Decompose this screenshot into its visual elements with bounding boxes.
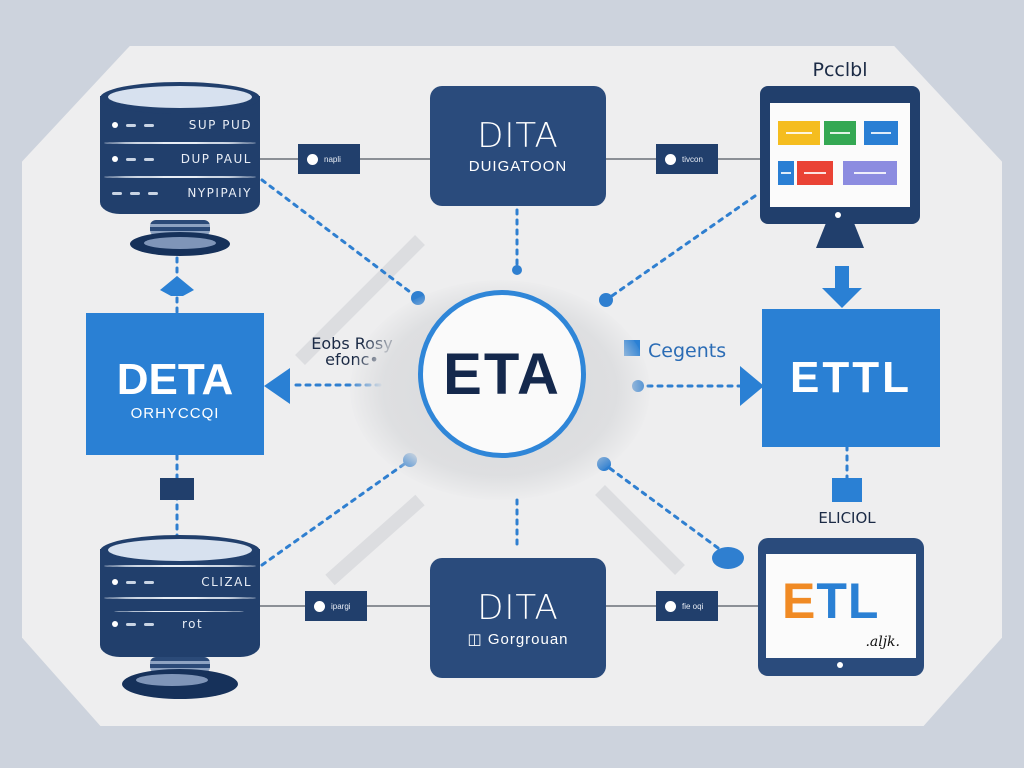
db-row: NYPIPAIY [112, 186, 252, 200]
db-row-label: NYPIPAIY [187, 186, 252, 200]
db-row: rot [112, 617, 252, 631]
process-title: DITA [477, 116, 559, 156]
db-row: DUP PAUL [112, 152, 252, 166]
connector-square-left [160, 478, 194, 500]
source-subtitle: ORHYCCQI [130, 405, 220, 422]
data-source-box[interactable]: DETA ORHYCCQI [86, 313, 264, 455]
arrow-into-right-box [740, 366, 764, 406]
process-subtitle: DUIGATOON [468, 158, 568, 175]
hub-label: ETA [443, 341, 561, 407]
tablet-etl-logo: ETL [782, 573, 880, 629]
monitor-screen [770, 103, 910, 207]
dashboard-monitor[interactable] [760, 86, 920, 250]
monitor-caption: Pcclbl [812, 59, 868, 81]
arrow-up-to-db-top [160, 276, 194, 296]
process-subtitle: ◫ Gorgrouan [467, 631, 569, 648]
connector-square-right [832, 478, 862, 502]
dashboard-tile [864, 121, 898, 145]
etl-tablet[interactable]: ETL .aljk. [758, 538, 924, 676]
connector-chip-top-right[interactable]: tivcon [656, 144, 718, 174]
connector-chip-bottom-right[interactable]: fie oqi [656, 591, 718, 621]
dashboard-tile [778, 161, 794, 185]
process-box-top[interactable]: DITA DUIGATOON [430, 86, 606, 206]
right-note: Cegents [648, 340, 727, 362]
power-indicator-icon [835, 212, 841, 218]
arrow-down-to-right-box [822, 288, 862, 308]
database-base [122, 669, 238, 699]
process-title: DITA [477, 588, 559, 628]
tablet-signature: .aljk. [865, 634, 900, 650]
db-row-label: SUP PUD [188, 118, 252, 132]
monitor-stand [816, 224, 864, 248]
database-top[interactable]: SUP PUD DUP PAUL NYPIPAIY [100, 82, 260, 258]
db-row-label: DUP PAUL [180, 152, 252, 166]
dashboard-tile [797, 161, 833, 185]
etl-title: ETTL [790, 353, 912, 402]
connector-chip-top-left[interactable]: napli [298, 144, 360, 174]
db-row-label: rot [182, 617, 204, 631]
arrow-into-left-box [264, 368, 290, 404]
database-base [130, 232, 230, 256]
db-row-label: CLIZAL [201, 575, 252, 589]
database-bottom[interactable]: CLIZAL rot [100, 535, 260, 711]
link-tablet-to-hub [602, 462, 720, 550]
connector-chip-bottom-left[interactable]: ipargi [305, 591, 367, 621]
status-dot-icon [314, 600, 325, 612]
home-button-icon [837, 662, 843, 668]
status-dot-icon [307, 153, 318, 165]
etl-caption: ELICIOL [818, 509, 876, 527]
source-title: DETA [116, 355, 234, 404]
dashboard-tile [778, 121, 820, 145]
storage-icon: ◫ [467, 631, 483, 648]
dashboard-tile [843, 161, 897, 185]
eta-hub[interactable]: ETA [418, 290, 586, 458]
db-row: SUP PUD [112, 118, 252, 132]
tablet-screen: ETL .aljk. [766, 554, 916, 658]
status-dot-icon [665, 600, 676, 612]
link-db-top-to-hub [260, 178, 420, 300]
link-db-bottom-to-hub [260, 458, 412, 567]
db-row: CLIZAL [112, 575, 252, 589]
status-dot-icon [665, 153, 676, 165]
process-box-bottom[interactable]: DITA ◫ Gorgrouan [430, 558, 606, 678]
etl-box[interactable]: ETTL [762, 309, 940, 447]
link-monitor-to-hub [604, 194, 757, 302]
dashboard-tile [824, 121, 856, 145]
